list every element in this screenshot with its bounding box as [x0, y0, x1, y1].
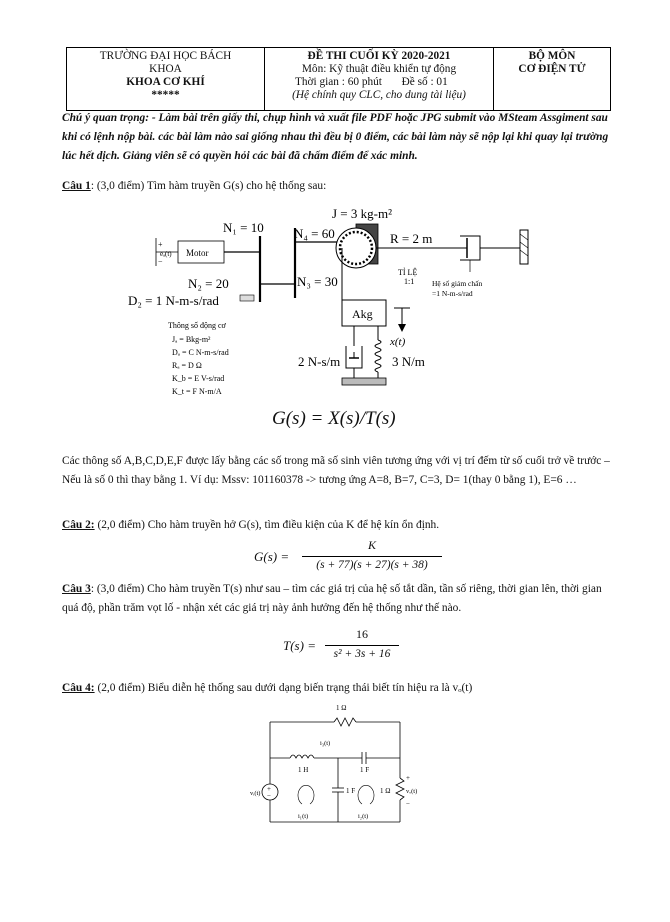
mass-block [341, 299, 387, 327]
q1-formula: G(s) = X(s)/T(s) [272, 408, 396, 429]
motor-param-ra: Rₐ = D Ω [172, 361, 202, 370]
loop-arrow-i1 [297, 785, 315, 805]
q2-lhs: G(s) = [254, 549, 290, 564]
source-minus: − [267, 792, 271, 800]
resistor-right [395, 777, 405, 801]
q2-fraction-bar [302, 556, 442, 557]
output-plus: + [406, 774, 410, 782]
exam-time: Thời gian : 60 phút [295, 76, 382, 88]
damping-d2-label: D₂ = 1 N-m-s/rad [128, 293, 219, 308]
motor-param-kt: K_t = F N-m/A [172, 387, 222, 396]
loop-arrow-i2 [357, 785, 375, 805]
q2-equation: G(s) = K (s + 77)(s + 27)(s + 38) [254, 538, 444, 578]
question-4: Câu 4: (2,0 điểm) Biểu diễn hệ thống sau… [62, 679, 614, 698]
gear-n2-label: N₂ = 20 [188, 276, 229, 291]
q3-equation: T(s) = 16 s² + 3s + 16 [283, 627, 403, 667]
question-1: Câu 1: (3,0 điểm) Tìm hàm truyền G(s) ch… [62, 177, 614, 196]
question-2-label: Câu 2: [62, 519, 95, 531]
motor-minus: − [158, 257, 163, 266]
circuit-vo-label: vₒ(t) [406, 788, 417, 795]
inductor-1h [289, 754, 315, 759]
q1-explanation: Các thông số A,B,C,D,E,F được lấy bằng c… [62, 455, 610, 486]
q3-denominator: s² + 3s + 16 [333, 648, 391, 660]
gear-n3-label: N₃ = 30 [297, 274, 338, 289]
exam-subject: Môn: Kỹ thuật điều khiển tự động [301, 63, 457, 75]
header-university-cell: TRƯỜNG ĐẠI HỌC BÁCH KHOA KHOA CƠ KHÍ ***… [67, 48, 265, 110]
ratio-label: TỈ LỆ [398, 267, 417, 277]
department-line1: BỘ MÔN [528, 50, 576, 62]
q2-numerator: K [367, 538, 376, 552]
question-2: Câu 2: (2,0 điểm) Cho hàm truyền hở G(s)… [62, 516, 614, 535]
important-notice: Chú ý quan trọng: - Làm bài trên giấy th… [62, 112, 609, 162]
circuit-c-mid-label: 1 F [346, 787, 355, 795]
circuit-r-right-label: 1 Ω [380, 787, 390, 795]
department-line2: CƠ ĐIỆN TỬ [518, 63, 586, 75]
header-exam-cell: ĐỀ THI CUỐI KỲ 2020-2021 Môn: Kỹ thuật đ… [265, 48, 494, 110]
header-stars: ***** [151, 89, 180, 101]
exam-time-row: Thời gian : 60 phút Đề số : 01 [265, 76, 493, 89]
damper-coef-line2: =1 N-m-s/rad [432, 289, 473, 298]
circuit-l-label: 1 H [298, 766, 308, 774]
q3-numerator: 16 [356, 627, 368, 641]
question-3-label: Câu 3 [62, 583, 91, 595]
ground [341, 377, 387, 386]
question-3-text: : (3,0 điểm) Cho hàm truyền T(s) như sau… [62, 583, 602, 614]
damper-label: 2 N-s/m [298, 354, 340, 369]
gear-n1-label: N₁ = 10 [223, 220, 264, 235]
resistor-top [333, 717, 357, 727]
question-1-text: : (3,0 điểm) Tìm hàm truyền G(s) cho hệ … [90, 180, 327, 192]
circuit-i1-label: i₁(t) [298, 813, 308, 820]
circuit-i3-label: i₃(t) [320, 740, 330, 747]
motor-params-title: Thông số động cơ [168, 321, 227, 330]
spring-3nm [374, 339, 382, 373]
header-department-cell: BỘ MÔN CƠ ĐIỆN TỬ [494, 48, 610, 110]
spring-label: 3 N/m [392, 354, 425, 369]
mass-label: Akg [352, 307, 373, 321]
question-4-label: Câu 4: [62, 682, 95, 694]
circuit-c-top-label: 1 F [360, 766, 369, 774]
output-minus: − [406, 800, 410, 808]
q3-lhs: T(s) = [283, 638, 316, 653]
right-wall [519, 229, 529, 265]
circuit-vi-label: vᵢ(t) [250, 790, 260, 797]
gear-n4-label: N₄ = 60 [294, 226, 335, 241]
exam-header-table: TRƯỜNG ĐẠI HỌC BÁCH KHOA KHOA CƠ KHÍ ***… [66, 47, 611, 111]
question-1-label: Câu 1 [62, 180, 91, 192]
electrical-circuit-figure: 1 Ω i₃(t) 1 H 1 F + − vᵢ(t) 1 F 1 Ω + vₒ… [250, 704, 417, 823]
exam-code: Đề số : 01 [401, 76, 448, 88]
motor-plus: + [158, 240, 163, 249]
question-4-text: (2,0 điểm) Biểu diễn hệ thống sau dưới d… [94, 682, 473, 694]
displacement-label: x(t) [389, 336, 406, 348]
ratio-value: 1:1 [404, 277, 414, 286]
exam-note: (Hệ chính quy CLC, cho dung tài liệu) [292, 89, 466, 101]
motor-param-ja: Jₐ = Bkg-m² [172, 335, 211, 344]
inertia-label: J = 3 kg-m² [332, 206, 392, 221]
header-university-line1: TRƯỜNG ĐẠI HỌC BÁCH [99, 50, 232, 62]
motor-param-da: Dₐ = C N-m-s/rad [172, 348, 229, 357]
exam-title: ĐỀ THI CUỐI KỲ 2020-2021 [307, 50, 451, 62]
circuit-i2-label: i₂(t) [358, 813, 368, 820]
q2-denominator: (s + 77)(s + 27)(s + 38) [316, 559, 428, 571]
motor-voltage-label: eₐ(t) [160, 250, 172, 258]
motor-param-kb: K_b = E V-s/rad [172, 374, 224, 383]
motor-label: Motor [186, 248, 209, 258]
source-plus: + [267, 785, 271, 793]
question-2-text: (2,0 điểm) Cho hàm truyền hở G(s), tìm đ… [94, 519, 440, 531]
header-university-line2: KHOA [149, 63, 182, 75]
header-faculty: KHOA CƠ KHÍ [126, 76, 205, 88]
damper-coef-line1: Hệ số giảm chấn [432, 279, 482, 288]
mechanical-system-figure: + − eₐ(t) Motor N₁ = 10 N₂ = 20 D₂ = 1 N… [128, 206, 529, 396]
question-3: Câu 3: (3,0 điểm) Cho hàm truyền T(s) nh… [62, 580, 614, 618]
q3-fraction-bar [325, 645, 399, 646]
pulley-radius-label: R = 2 m [390, 231, 432, 246]
circuit-r-top-label: 1 Ω [336, 704, 346, 712]
